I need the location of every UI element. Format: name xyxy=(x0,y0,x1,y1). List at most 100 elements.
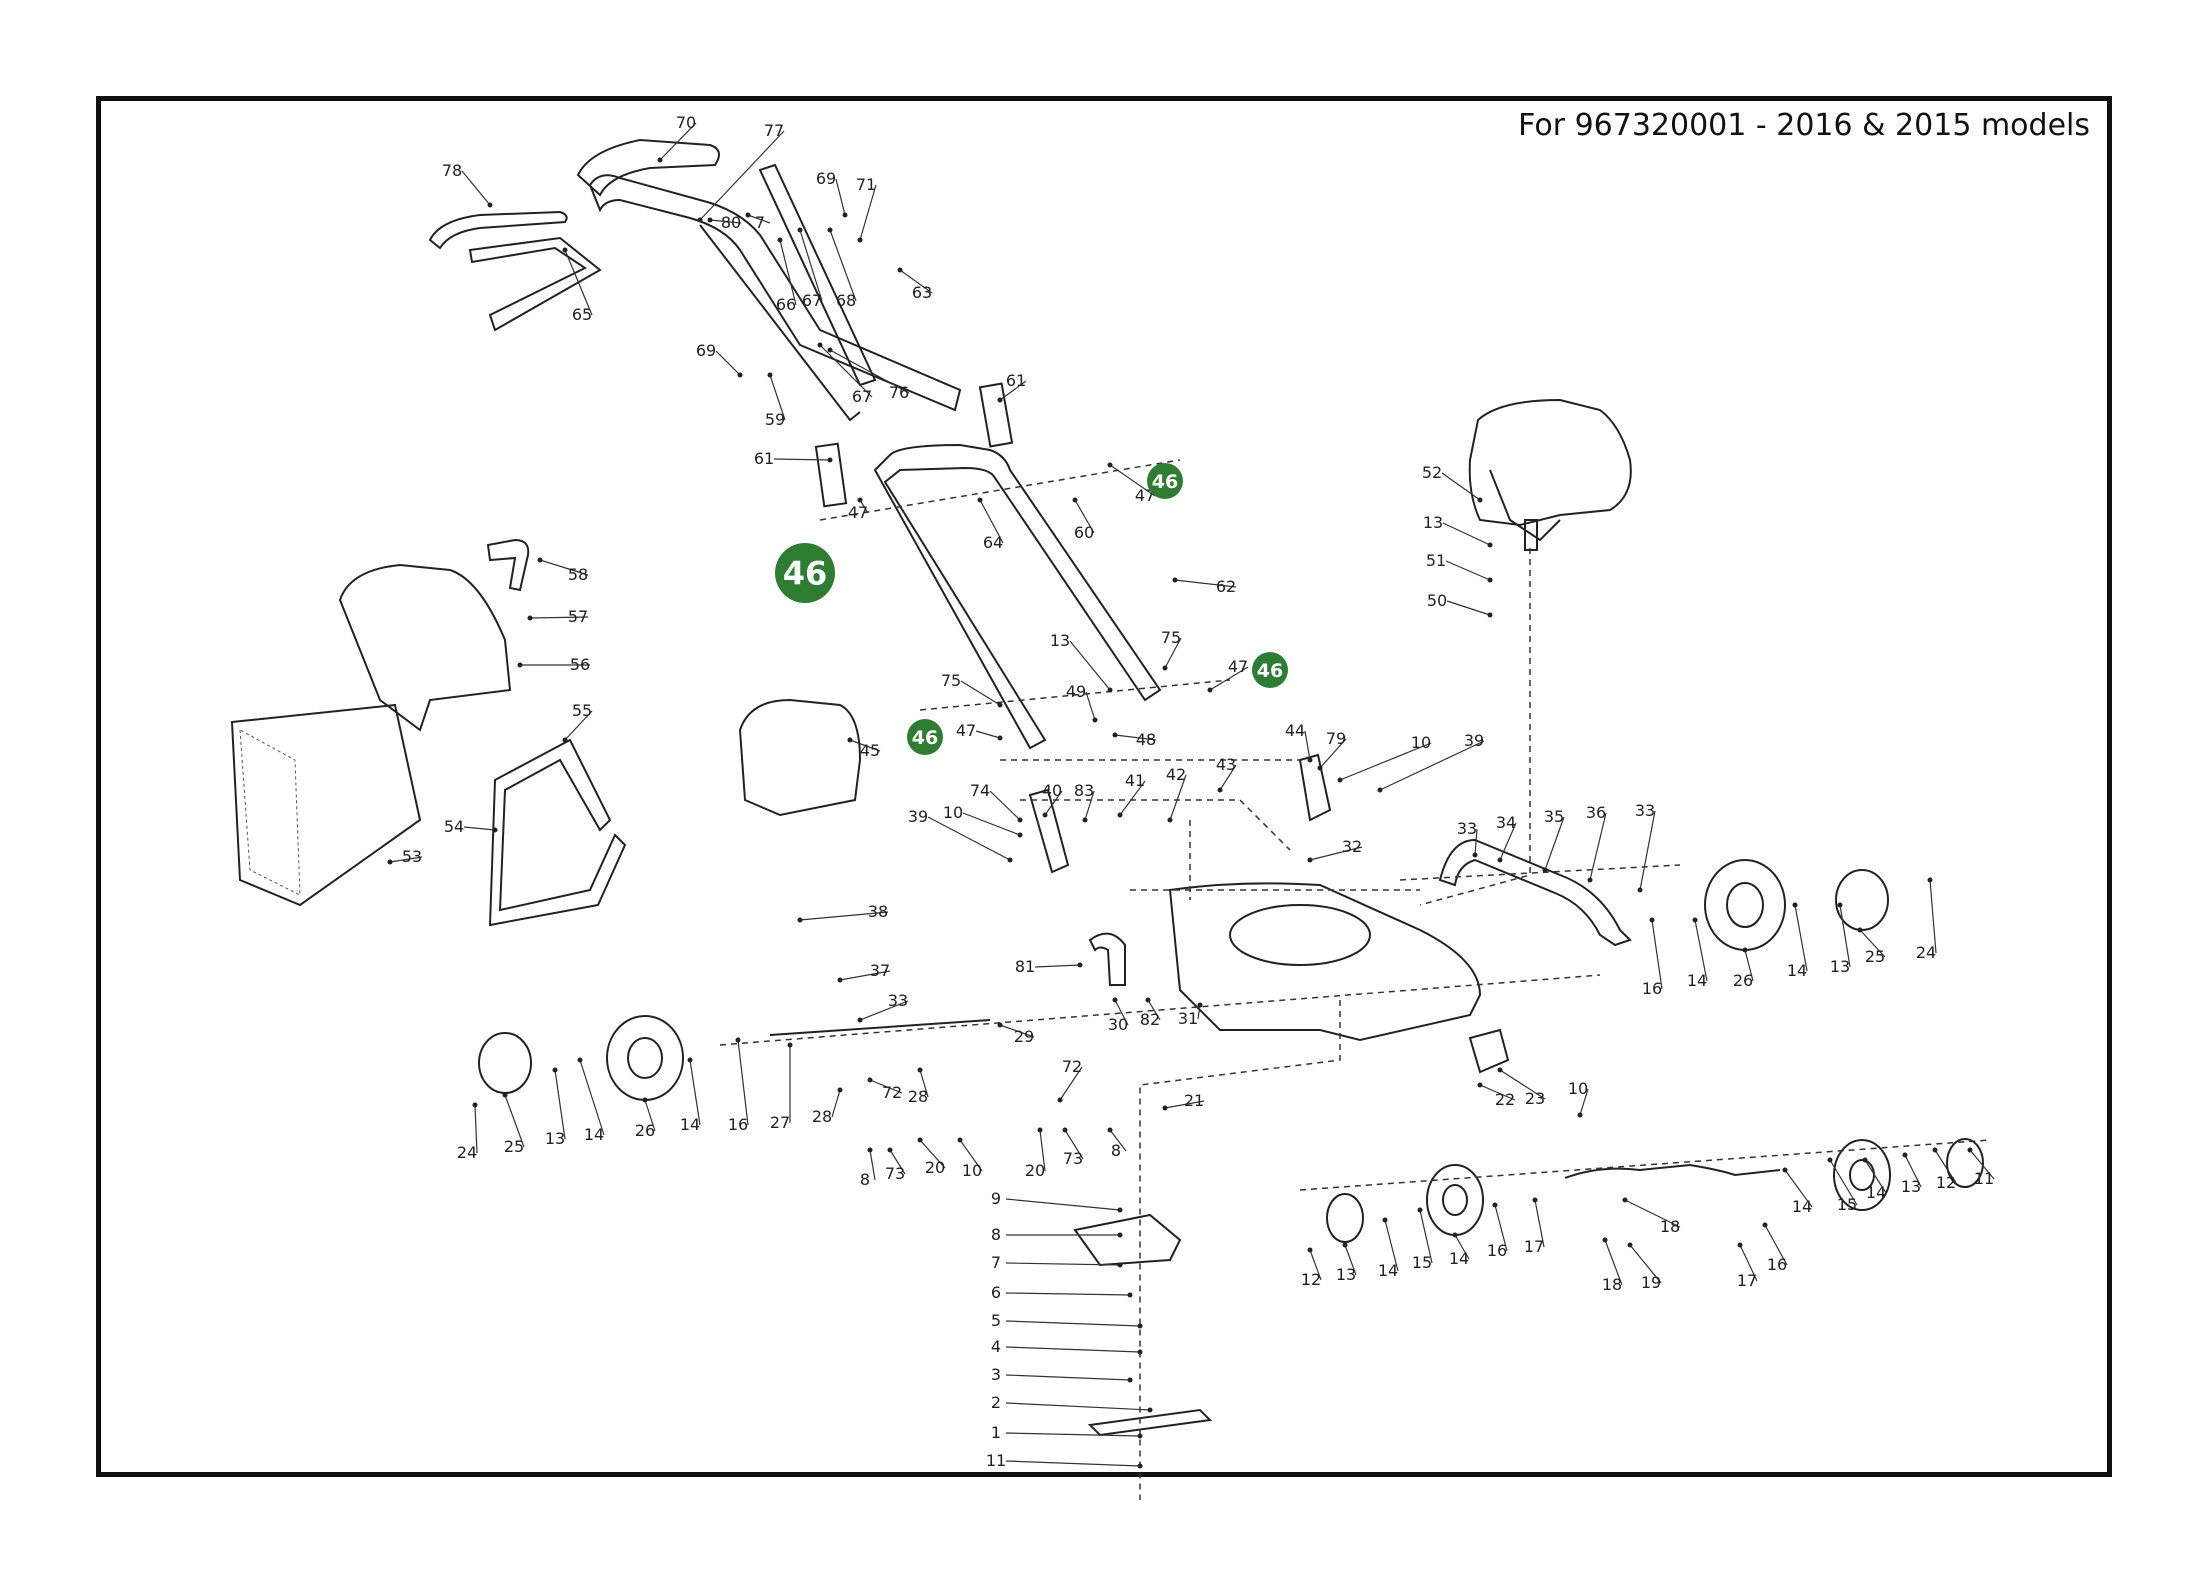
highlight-badge-46[interactable]: 46 xyxy=(775,543,835,603)
hubcap-25-left xyxy=(478,1032,532,1094)
callout-leader-dot xyxy=(957,1137,963,1143)
callout-leader-line xyxy=(1174,579,1237,588)
callout-leader-dot xyxy=(797,917,803,923)
callout-leader-line xyxy=(1169,774,1187,821)
callout-label: 37 xyxy=(870,961,890,980)
callout-leader-line xyxy=(835,178,846,216)
callout-24: 24 xyxy=(1916,877,1937,962)
callout-leader-line xyxy=(831,1089,841,1118)
callout-label: 44 xyxy=(1285,721,1305,740)
callout-label: 3 xyxy=(991,1365,1001,1384)
callout-33: 33 xyxy=(857,991,909,1023)
callout-leader-line xyxy=(1494,1204,1508,1252)
highlight-badge-46[interactable]: 46 xyxy=(1252,652,1288,688)
callout-leader-dot xyxy=(1307,857,1313,863)
callout-label: 54 xyxy=(444,817,464,836)
callout-leader-dot xyxy=(837,1087,843,1093)
callout-64: 64 xyxy=(977,497,1004,552)
callout-leader-dot xyxy=(1217,787,1223,793)
badge-label: 46 xyxy=(912,727,938,749)
callout-label: 39 xyxy=(1464,731,1484,750)
callout-leader-line xyxy=(1499,822,1517,861)
callout-34: 34 xyxy=(1496,813,1517,863)
callout-leader-line xyxy=(999,380,1027,401)
callout-label: 83 xyxy=(1074,781,1094,800)
callout-27: 27 xyxy=(770,1042,793,1132)
callout-label: 14 xyxy=(1792,1197,1812,1216)
callout-leader-dot xyxy=(745,212,751,218)
callout-label: 69 xyxy=(696,341,716,360)
callout-label: 8 xyxy=(860,1170,870,1189)
callout-label: 9 xyxy=(991,1189,1001,1208)
callout-leader-dot xyxy=(1017,832,1023,838)
callout-leader-dot xyxy=(1092,717,1098,723)
callout-label: 14 xyxy=(1687,971,1707,990)
callout-45: 45 xyxy=(847,737,881,760)
callout-leader-dot xyxy=(697,217,703,223)
callout-label: 47 xyxy=(1228,657,1248,676)
callout-label: 28 xyxy=(812,1107,832,1126)
callout-leader-dot xyxy=(1927,877,1933,883)
callout-leader-dot xyxy=(1162,1105,1168,1111)
callout-72: 72 xyxy=(1057,1057,1083,1103)
callout-label: 51 xyxy=(1426,551,1446,570)
callout-leader-line xyxy=(799,911,889,921)
callout-label: 16 xyxy=(1487,1241,1507,1260)
callout-13: 13 xyxy=(1830,902,1851,976)
callout-leader-dot xyxy=(1627,1242,1633,1248)
callout-leader-dot xyxy=(1137,1433,1143,1439)
callout-leader-dot xyxy=(787,1042,793,1048)
callout-18: 18 xyxy=(1602,1237,1623,1294)
callout-label: 12 xyxy=(1936,1173,1956,1192)
callout-label: 6 xyxy=(991,1283,1001,1302)
callout-label: 61 xyxy=(754,449,774,468)
callout-leader-dot xyxy=(1902,1152,1908,1158)
callout-leader-dot xyxy=(1062,1127,1068,1133)
callout-leader-line xyxy=(1651,919,1663,990)
callout-leader-dot xyxy=(847,737,853,743)
callout-label: 39 xyxy=(908,807,928,826)
highlight-badge-46[interactable]: 46 xyxy=(907,719,943,755)
callout-leader-line xyxy=(1624,1199,1681,1228)
callout-leader-dot xyxy=(867,1147,873,1153)
callout-label: 41 xyxy=(1125,771,1145,790)
callout-73: 73 xyxy=(885,1147,906,1183)
highlight-badge-46[interactable]: 46 xyxy=(1147,463,1183,499)
callout-leader-dot xyxy=(1782,1167,1788,1173)
callout-leader-dot xyxy=(1857,927,1863,933)
rear-flap xyxy=(738,698,862,817)
front-wheel-left xyxy=(1426,1164,1484,1236)
callout-leader-dot xyxy=(552,1067,558,1073)
callout-label: 33 xyxy=(888,991,908,1010)
callout-leader-line xyxy=(504,1094,525,1148)
callout-leader-line xyxy=(737,1039,749,1126)
callout-label: 19 xyxy=(1641,1273,1661,1292)
callout-25: 25 xyxy=(502,1092,525,1156)
callout-leader-dot xyxy=(1147,1407,1153,1413)
callout-label: 17 xyxy=(1737,1271,1757,1290)
callout-label: 47 xyxy=(848,503,868,522)
callout-leader-dot xyxy=(1622,1197,1628,1203)
callout-label: 75 xyxy=(1161,628,1181,647)
callout-label: 64 xyxy=(983,533,1003,552)
callout-leader-line xyxy=(529,616,589,619)
callout-58: 58 xyxy=(537,557,588,584)
callout-label: 20 xyxy=(925,1158,945,1177)
callout-label: 42 xyxy=(1166,765,1186,784)
callout-leader-line xyxy=(463,826,496,831)
callout-label: 13 xyxy=(1830,957,1850,976)
callout-41: 41 xyxy=(1117,771,1146,818)
callout-57: 57 xyxy=(527,607,589,626)
callout-leader-line xyxy=(829,229,857,302)
diagram-title: For 967320001 - 2016 & 2015 models xyxy=(1518,108,2090,143)
callout-8: 8 xyxy=(991,1225,1123,1244)
callout-leader-line xyxy=(799,229,823,302)
callout-leader-line xyxy=(1309,846,1363,861)
badge-circle xyxy=(1147,463,1183,499)
callout-leader-dot xyxy=(1587,877,1593,883)
callout-leader-line xyxy=(1344,1244,1357,1276)
callout-77: 77 xyxy=(697,121,785,223)
callout-10: 10 xyxy=(943,803,1023,838)
callout-67: 67 xyxy=(797,227,823,310)
callout-label: 26 xyxy=(1733,971,1753,990)
